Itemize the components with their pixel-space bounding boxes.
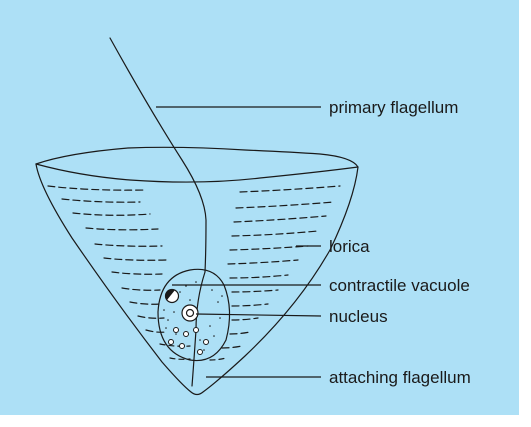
leader-nucleus <box>196 314 321 316</box>
food-vacuoles <box>169 328 209 355</box>
label-primary-flagellum: primary flagellum <box>329 98 458 117</box>
label-nucleus: nucleus <box>329 307 388 326</box>
lorica-rim-edge <box>36 164 358 182</box>
lorica-striations-right <box>222 186 340 348</box>
lorica-striations-left <box>48 186 166 332</box>
label-lorica: lorica <box>329 237 370 256</box>
primary-flagellum <box>110 38 206 272</box>
label-attaching-flagellum: attaching flagellum <box>329 368 471 387</box>
lorica-outline <box>36 147 358 394</box>
nucleus <box>182 305 198 321</box>
label-contractile-vacuole: contractile vacuole <box>329 276 470 295</box>
contractile-vacuole <box>165 289 178 302</box>
lorica-striations-bottom <box>160 344 226 360</box>
